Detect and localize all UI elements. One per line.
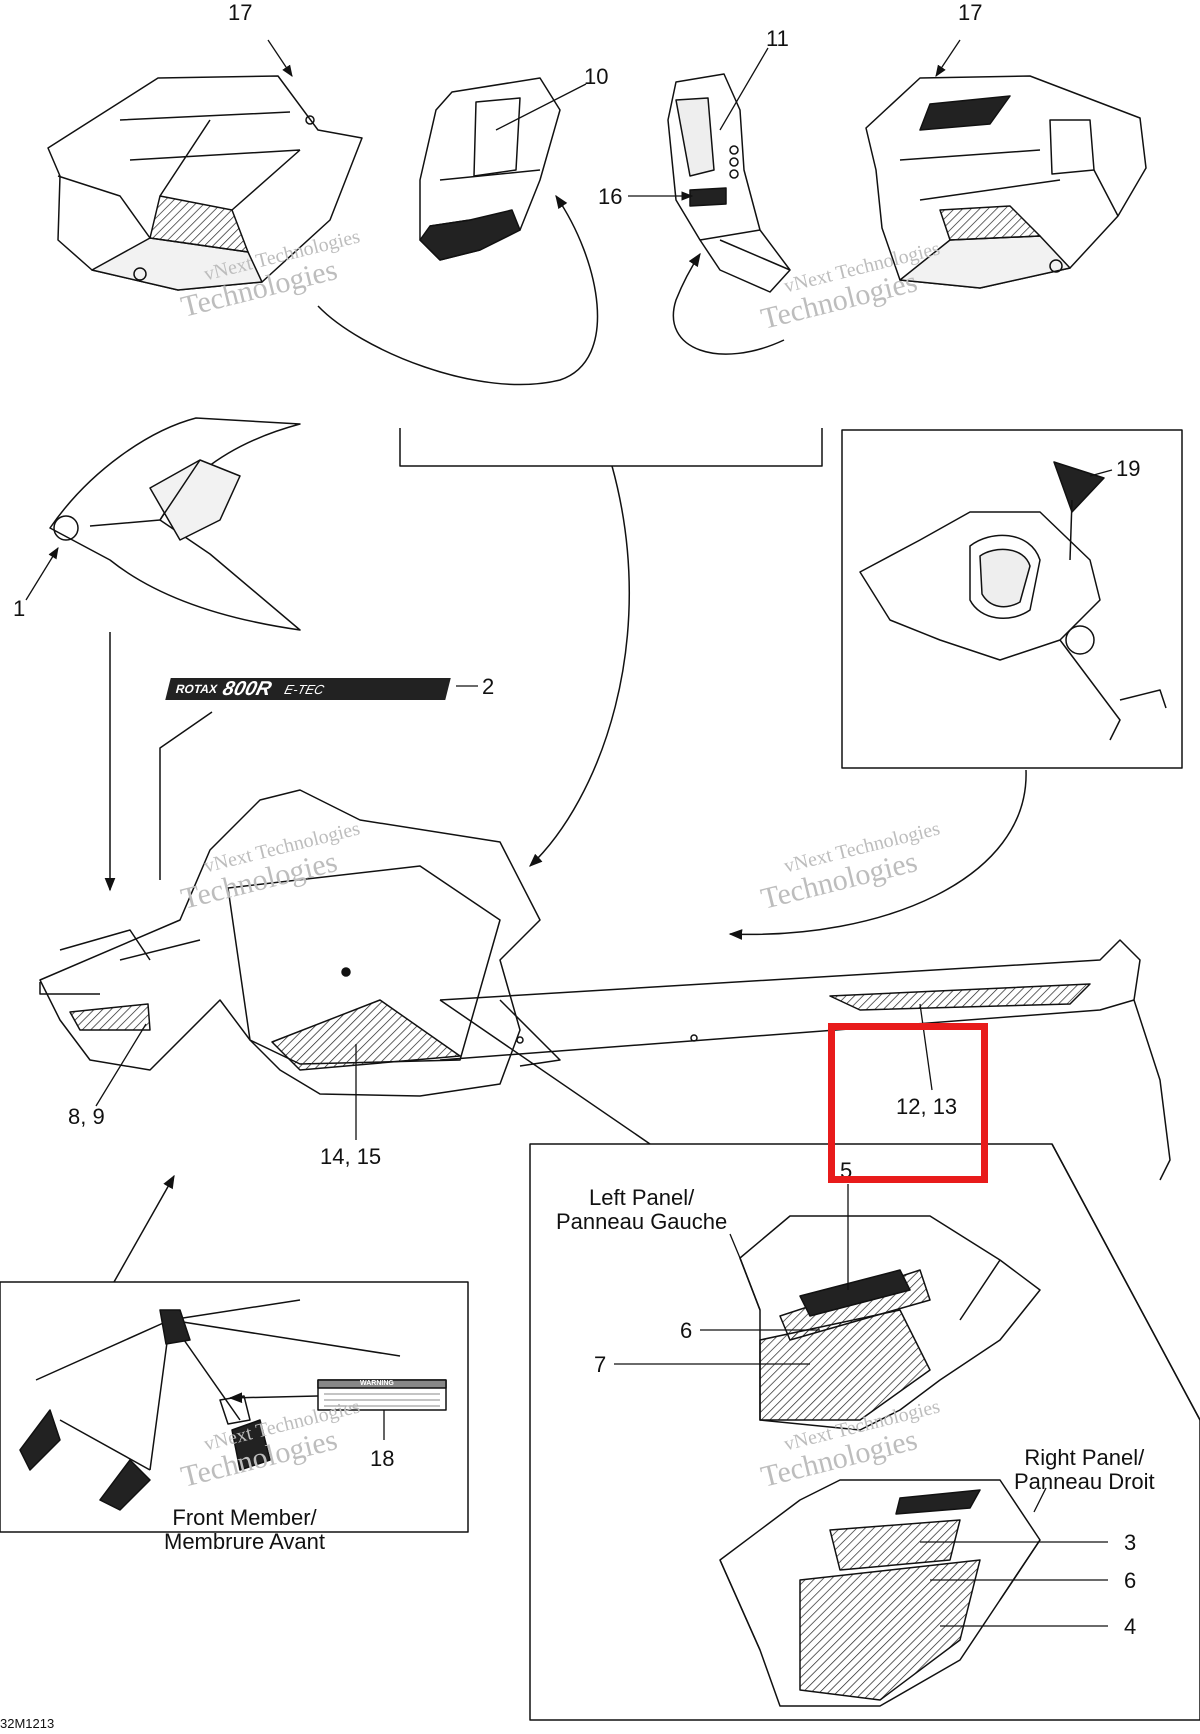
nose-piece: [49, 417, 301, 631]
caption-front-member: Front Member/ Membrure Avant: [164, 1505, 326, 1555]
callout-16: 16: [598, 184, 623, 209]
decal-suffix: E-TEC: [283, 681, 326, 697]
left-panel: [739, 1215, 1041, 1431]
callout-11: 11: [766, 26, 789, 51]
caption-left-panel-en: Left Panel/: [589, 1185, 695, 1210]
callout-2: 2: [482, 674, 495, 699]
callout-4: 4: [1124, 1614, 1137, 1639]
callout-6-right: 6: [1124, 1568, 1137, 1593]
figure-code: 32M1213: [0, 1716, 55, 1731]
caption-right-panel: Right Panel/ Panneau Droit: [1014, 1445, 1155, 1495]
callout-8-9: 8, 9: [68, 1104, 105, 1129]
side-panel-left-top: [47, 75, 363, 291]
snowmobile-body: [39, 789, 1171, 1181]
callout-18: 18: [370, 1446, 395, 1471]
decal-model: 800R: [220, 677, 274, 700]
callout-10: 10: [584, 64, 609, 89]
callout-1: 1: [13, 596, 26, 621]
caption-left-panel-fr: Panneau Gauche: [556, 1209, 728, 1235]
callout-17-right: 17: [958, 0, 983, 25]
caption-right-panel-fr: Panneau Droit: [1014, 1469, 1155, 1495]
callout-14-15: 14, 15: [320, 1144, 382, 1169]
caption-right-panel-en: Right Panel/: [1024, 1445, 1145, 1470]
panel-11: [667, 73, 791, 293]
callout-17-left: 17: [228, 0, 253, 25]
panel-10: [419, 77, 561, 261]
warning-label-title: WARNING: [360, 1380, 394, 1387]
windshield-assembly: [859, 461, 1167, 741]
callout-7: 7: [594, 1352, 607, 1377]
right-panel: [719, 1479, 1041, 1707]
side-panel-right-top: [865, 75, 1147, 289]
caption-front-member-en: Front Member/: [172, 1505, 317, 1530]
highlight-box: [828, 1023, 988, 1183]
caption-left-panel: Left Panel/ Panneau Gauche: [556, 1185, 728, 1235]
callout-6-left: 6: [680, 1318, 693, 1343]
caption-front-member-fr: Membrure Avant: [164, 1529, 326, 1555]
decal-brand: ROTAX: [174, 682, 219, 696]
callout-19: 19: [1116, 456, 1141, 481]
rotax-decal: ROTAX 800R E-TEC: [165, 677, 451, 700]
callout-12-13: 12, 13: [896, 1094, 958, 1119]
front-member-assembly: [19, 1299, 447, 1511]
callout-3: 3: [1124, 1530, 1137, 1555]
